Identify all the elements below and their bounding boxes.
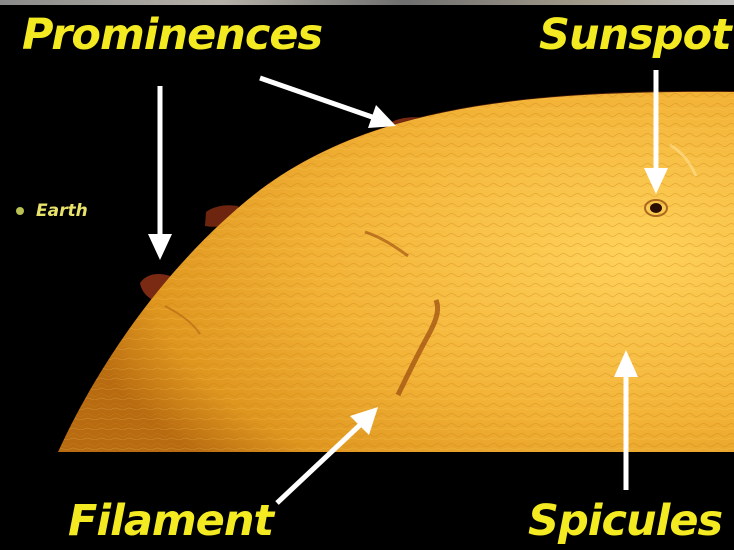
label-filament: Filament [68, 500, 273, 543]
earth-label: Earth [36, 201, 88, 221]
sunspot-feature [650, 203, 662, 213]
earth-dot-icon [16, 207, 24, 215]
label-prominences: Prominences [22, 14, 322, 57]
label-sunspot: Sunspot [539, 14, 731, 57]
arrow-prominences-diagonal [260, 78, 396, 128]
earth-scale-marker: Earth [16, 201, 88, 221]
label-spicules: Spicules [528, 500, 722, 543]
arrow-prominences-vertical [148, 86, 172, 260]
